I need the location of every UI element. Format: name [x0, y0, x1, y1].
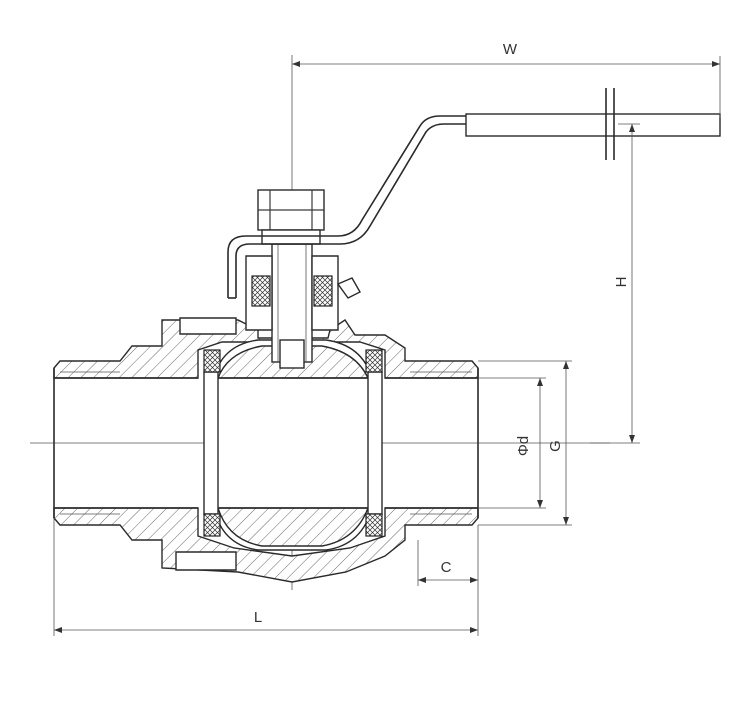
- dimension-bore: [478, 377, 546, 509]
- label-l: L: [254, 609, 262, 626]
- label-w: W: [503, 41, 518, 58]
- dimension-w: [292, 56, 721, 118]
- ball: [213, 339, 373, 551]
- label-c: C: [441, 559, 452, 576]
- dimension-c: [417, 525, 479, 586]
- label-h: H: [613, 277, 630, 288]
- valve-body: [53, 317, 479, 583]
- handle-lever: [227, 88, 721, 299]
- stem: [245, 243, 361, 369]
- label-bore: Φd: [515, 436, 532, 456]
- dimension-l: [53, 518, 479, 636]
- seats: [203, 349, 383, 537]
- label-thread: G: [547, 440, 564, 452]
- dimension-h: [590, 123, 640, 444]
- stem-nut: [257, 189, 325, 245]
- dimension-thread: [478, 360, 572, 526]
